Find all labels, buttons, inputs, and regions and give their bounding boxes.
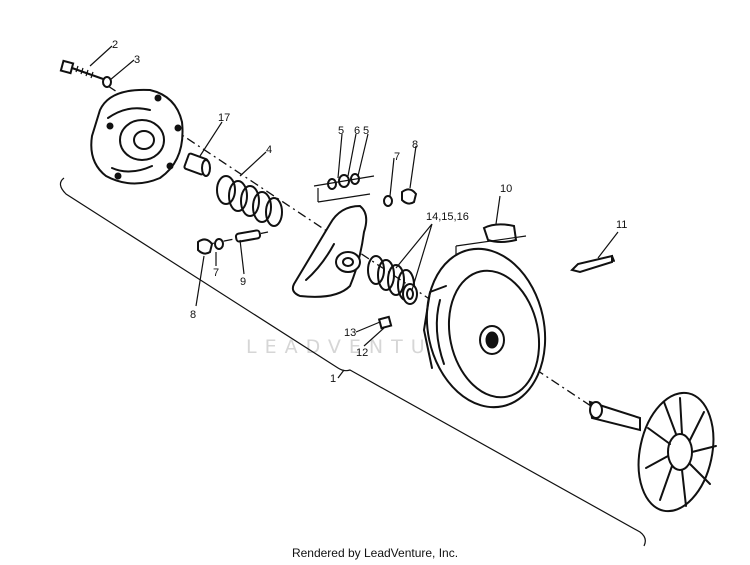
callout-6: 6 bbox=[354, 125, 360, 137]
callout-11: 11 bbox=[616, 219, 627, 231]
cap-part bbox=[197, 238, 214, 255]
spider-arm-part bbox=[291, 204, 368, 298]
callout-7-upper: 7 bbox=[394, 151, 400, 163]
roller-spring-part bbox=[367, 255, 418, 305]
callout-5-right: 5 bbox=[363, 125, 369, 137]
footer-credit: Rendered by LeadVenture, Inc. bbox=[291, 546, 459, 560]
callout-17: 17 bbox=[218, 112, 230, 124]
callout-13: 13 bbox=[344, 327, 356, 339]
washer-group-part bbox=[313, 173, 375, 203]
moveable-sheave-part bbox=[423, 247, 547, 409]
watermark-text: LEADVENTURE bbox=[246, 336, 474, 358]
fixed-sheave-part bbox=[588, 391, 717, 513]
callout-12: 12 bbox=[356, 347, 368, 359]
callout-10: 10 bbox=[500, 183, 512, 195]
upper-retaining-ring-part bbox=[383, 195, 393, 207]
long-bolt-part bbox=[570, 254, 615, 274]
callout-14-15-16: 14,15,16 bbox=[426, 211, 469, 223]
callout-8-upper: 8 bbox=[412, 139, 418, 151]
bushing-part bbox=[183, 152, 211, 177]
callout-8-lower: 8 bbox=[190, 309, 196, 321]
roller-pin-part bbox=[234, 229, 262, 243]
callout-9: 9 bbox=[240, 276, 246, 288]
callout-5-left: 5 bbox=[338, 125, 344, 137]
main-spring-part bbox=[216, 175, 283, 227]
nut-part bbox=[377, 315, 393, 330]
leader-lines bbox=[89, 45, 619, 379]
retaining-ring-part bbox=[214, 238, 224, 250]
upper-cap-part bbox=[401, 188, 418, 205]
callout-3: 3 bbox=[134, 54, 140, 66]
callout-2: 2 bbox=[112, 39, 118, 51]
bolt-part bbox=[59, 59, 107, 81]
callout-1: 1 bbox=[330, 373, 336, 385]
clutch-cover-part bbox=[90, 88, 184, 185]
assembly-centerline bbox=[107, 85, 601, 413]
callout-7-lower: 7 bbox=[213, 267, 219, 279]
washer-part bbox=[102, 76, 112, 88]
callout-4: 4 bbox=[266, 144, 272, 156]
